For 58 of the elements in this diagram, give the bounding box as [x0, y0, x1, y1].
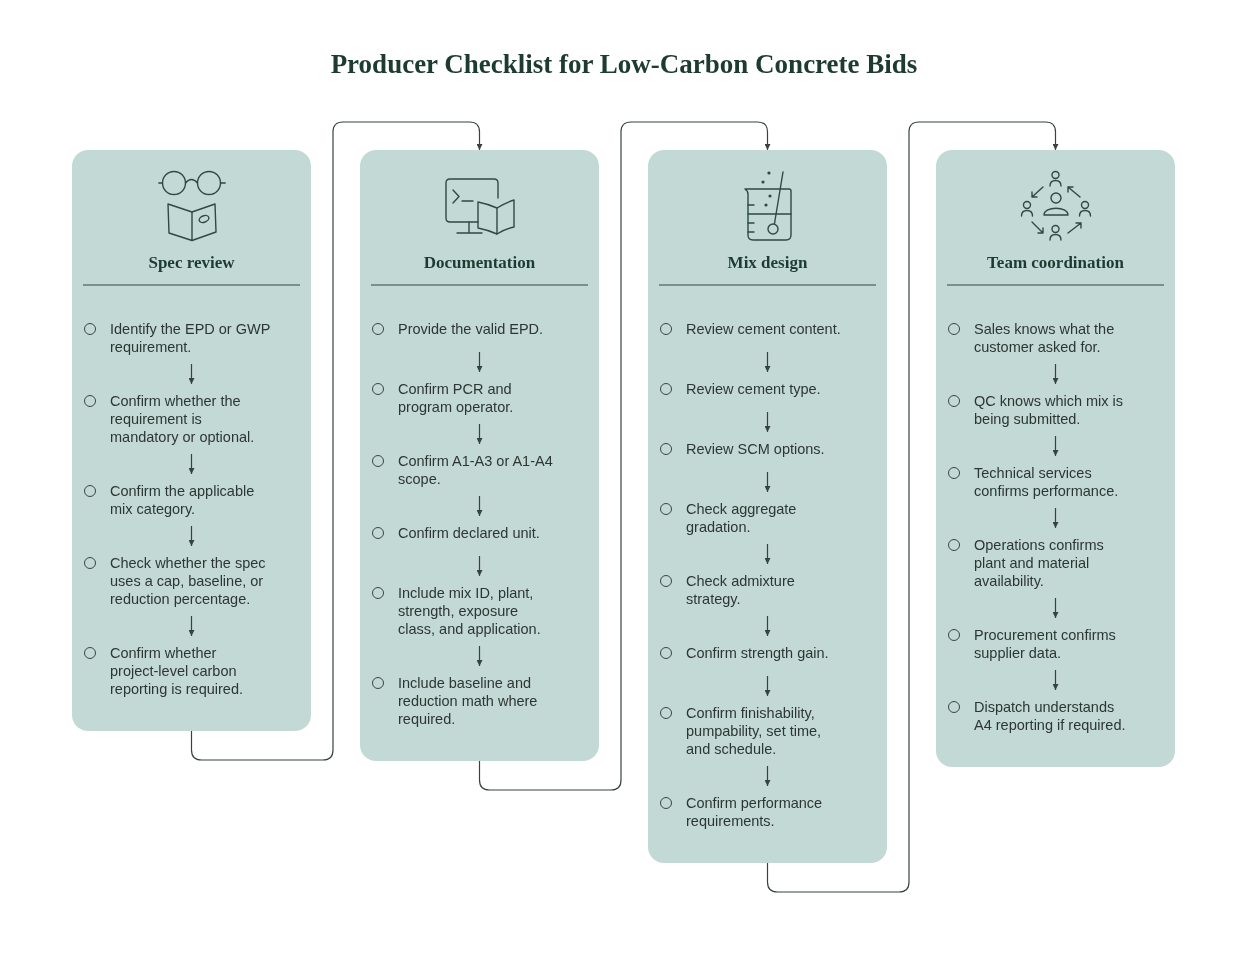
step-arrow: [188, 525, 195, 547]
step-arrow: [188, 453, 195, 475]
step-arrow: [188, 363, 195, 385]
checklist-item-text: Review cement type.: [686, 380, 822, 398]
step-arrow: [1052, 669, 1059, 691]
step-arrow: [764, 351, 771, 373]
connector-arrow: [478, 121, 771, 791]
checklist-item-text: Confirm strength gain.: [686, 644, 830, 662]
stage-card: [648, 150, 887, 863]
step-arrow: [476, 351, 483, 373]
checklist-item-text: Include baseline and reduction math where required.: [398, 674, 539, 728]
checklist-item-text: Sales knows what the customer asked for.: [974, 320, 1116, 356]
checklist-item-text: Provide the valid EPD.: [398, 320, 545, 338]
step-arrow: [476, 555, 483, 577]
step-arrow: [1052, 435, 1059, 457]
step-arrow: [476, 645, 483, 667]
checklist-item-text: Confirm whether the requirement is mandatory or optional.: [110, 392, 256, 446]
step-arrow: [764, 411, 771, 433]
diagram-title: Producer Checklist for Low-Carbon Concrete Bids: [330, 48, 918, 80]
card-heading: Spec review: [148, 254, 235, 272]
checklist-item-text: Dispatch understands A4 reporting if required.: [974, 698, 1127, 734]
stage-card: [72, 150, 311, 731]
card-heading: Documentation: [423, 254, 536, 272]
checklist-item-text: Technical services confirms performance.: [974, 464, 1120, 500]
checklist-item-text: Confirm finishability, pumpability, set time, and schedule.: [686, 704, 823, 758]
step-arrow: [476, 423, 483, 445]
step-arrow: [476, 495, 483, 517]
connector-arrow: [766, 121, 1059, 893]
checklist-item-text: Confirm PCR and program operator.: [398, 380, 515, 416]
step-arrow: [1052, 507, 1059, 529]
checklist-item-text: Procurement confirms supplier data.: [974, 626, 1117, 662]
checklist-item-text: Include mix ID, plant, strength, exposure class, and application.: [398, 584, 542, 638]
connector-arrow: [190, 121, 483, 761]
card-heading: Mix design: [727, 254, 808, 272]
stage-card: [360, 150, 599, 761]
step-arrow: [764, 543, 771, 565]
checklist-item-text: Confirm the applicable mix category.: [110, 482, 256, 518]
checklist-item-text: Check aggregate gradation.: [686, 500, 798, 536]
stage-card: [936, 150, 1175, 767]
step-arrow: [764, 471, 771, 493]
checklist-item-text: QC knows which mix is being submitted.: [974, 392, 1125, 428]
step-arrow: [1052, 597, 1059, 619]
checklist-item-text: Identify the EPD or GWP requirement.: [110, 320, 272, 356]
checklist-item-text: Check admixture strategy.: [686, 572, 796, 608]
checklist-item-text: Confirm performance requirements.: [686, 794, 824, 830]
step-arrow: [1052, 363, 1059, 385]
step-arrow: [188, 615, 195, 637]
checklist-item-text: Confirm declared unit.: [398, 524, 541, 542]
step-arrow: [764, 615, 771, 637]
step-arrow: [764, 675, 771, 697]
step-arrow: [764, 765, 771, 787]
card-heading: Team coordination: [987, 254, 1124, 272]
checklist-item-text: Review SCM options.: [686, 440, 826, 458]
checklist-item-text: Review cement content.: [686, 320, 842, 338]
checklist-item-text: Confirm A1-A3 or A1-A4 scope.: [398, 452, 554, 488]
checklist-item-text: Operations confirms plant and material availability.: [974, 536, 1105, 590]
checklist-item-text: Check whether the spec uses a cap, baseline, or reduction percentage.: [110, 554, 267, 608]
checklist-item-text: Confirm whether project-level carbon reporting is required.: [110, 644, 244, 698]
